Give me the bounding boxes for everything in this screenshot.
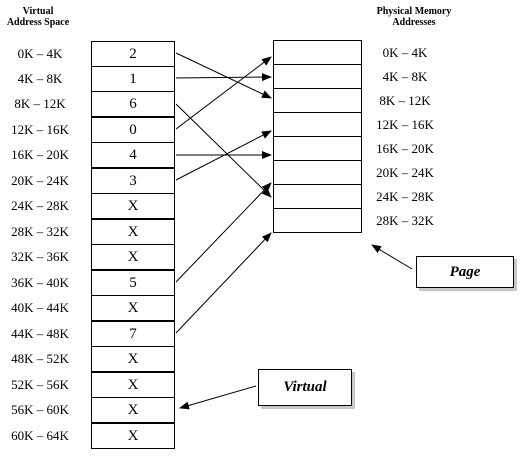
- virtual-page-cell: 2: [91, 41, 175, 67]
- virtual-callout: Virtual: [258, 369, 352, 406]
- physical-title-line2: Addresses: [392, 17, 436, 28]
- physical-range-label: 12K – 16K: [376, 117, 434, 132]
- arrow-virtual-callout: [179, 385, 257, 410]
- virtual-page-cell: X: [91, 423, 175, 449]
- arrow-page-3-to-frame-0: [175, 56, 272, 130]
- virtual-range-label: 36K – 40K: [11, 275, 69, 290]
- virtual-page-cell: X: [91, 397, 175, 423]
- virtual-range-label: 24K – 28K: [11, 198, 69, 213]
- virtual-range-label: 56K – 60K: [11, 402, 69, 417]
- virtual-page-cell: 3: [91, 168, 175, 194]
- virtual-range-label: 32K – 36K: [11, 249, 69, 264]
- arrow-page-0-to-frame-2: [175, 52, 272, 99]
- physical-range-label: 4K – 8K: [382, 69, 428, 84]
- virtual-range-label: 52K – 56K: [11, 377, 69, 392]
- virtual-page-cell: X: [91, 295, 175, 321]
- virtual-page-cell: X: [91, 219, 175, 245]
- page-callout: Page: [416, 256, 514, 288]
- physical-range-label: 24K – 28K: [376, 189, 434, 204]
- virtual-page-cell: X: [91, 193, 175, 219]
- arrow-page-11-to-frame-7: [175, 232, 272, 334]
- physical-frame-cell: [273, 208, 362, 233]
- arrow-page-5-to-frame-3: [175, 130, 272, 181]
- virtual-range-label: 44K – 48K: [11, 326, 69, 341]
- physical-range-label: 8K – 12K: [379, 93, 431, 108]
- arrow-page-1-to-frame-1: [175, 73, 272, 82]
- physical-range-label: 0K – 4K: [382, 45, 428, 60]
- physical-range-label: 20K – 24K: [376, 165, 434, 180]
- virtual-page-cell: X: [91, 244, 175, 270]
- virtual-range-label: 4K – 8K: [17, 71, 63, 86]
- physical-memory-title: Physical Memory Addresses: [360, 6, 468, 28]
- virtual-range-label: 12K – 16K: [11, 122, 69, 137]
- virtual-page-cell: X: [91, 372, 175, 398]
- physical-title-line1: Physical Memory: [376, 6, 452, 17]
- virtual-range-label: 40K – 44K: [11, 300, 69, 315]
- arrow-page-2-to-frame-6: [175, 103, 272, 198]
- virtual-page-cell: X: [91, 346, 175, 372]
- virtual-range-label: 48K – 52K: [11, 351, 69, 366]
- virtual-title-line1: Virtual: [22, 6, 54, 17]
- virtual-range-label: 16K – 20K: [11, 147, 69, 162]
- physical-frame-cell: [273, 136, 362, 161]
- virtual-range-label: 60K – 64K: [11, 428, 69, 443]
- virtual-page-cell: 4: [91, 142, 175, 168]
- virtual-range-label: 28K – 32K: [11, 224, 69, 239]
- virtual-page-cell: 6: [91, 91, 175, 117]
- virtual-title-line2: Address Space: [6, 17, 70, 28]
- virtual-page-cell: 5: [91, 270, 175, 296]
- physical-range-label: 28K – 32K: [376, 213, 434, 228]
- virtual-range-label: 0K – 4K: [17, 46, 63, 61]
- virtual-range-label: 8K – 12K: [14, 96, 66, 111]
- physical-range-label: 16K – 20K: [376, 141, 434, 156]
- arrow-page-9-to-frame-5: [175, 182, 272, 283]
- virtual-address-space-title: Virtual Address Space: [2, 6, 74, 28]
- virtual-range-label: 20K – 24K: [11, 173, 69, 188]
- arrow-page-callout: [371, 244, 413, 270]
